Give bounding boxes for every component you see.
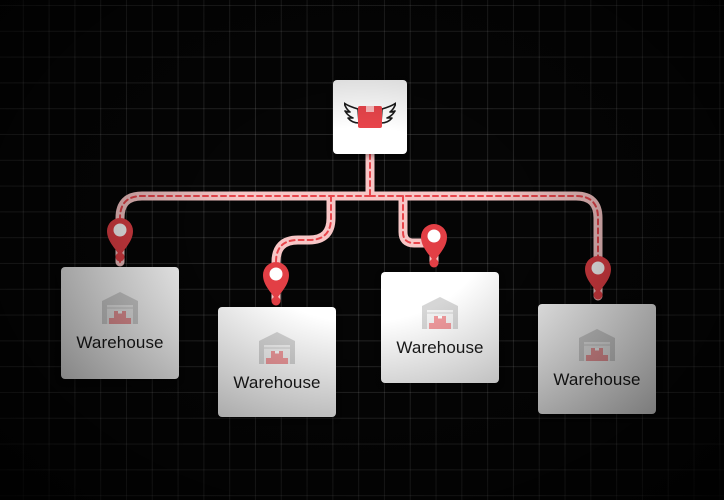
location-pin-icon [107,218,133,262]
location-pin-icon [263,262,289,306]
warehouse-icon [102,292,138,324]
location-pin-icon [421,224,447,268]
warehouse-card-4[interactable]: Warehouse [538,304,656,414]
hub-node[interactable] [333,80,407,154]
warehouse-icon [422,297,458,329]
location-pin-icon [585,256,611,300]
warehouse-icon [579,329,615,361]
warehouse-card-3[interactable]: Warehouse [381,272,499,383]
warehouse-icon [259,332,295,364]
warehouse-label: Warehouse [553,370,641,389]
warehouse-label: Warehouse [76,333,164,352]
warehouse-card-1[interactable]: Warehouse [61,267,179,379]
warehouse-card-2[interactable]: Warehouse [218,307,336,417]
warehouse-label: Warehouse [396,338,484,357]
winged-package-icon [344,102,396,128]
warehouse-label: Warehouse [233,373,321,392]
